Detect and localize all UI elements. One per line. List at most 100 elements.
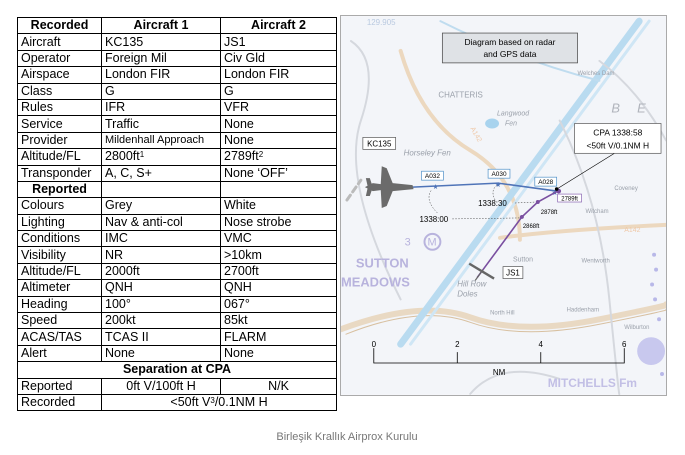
table-cell: Lighting	[17, 213, 102, 232]
table-cell: IMC	[101, 230, 221, 248]
cpa-box: CPA 1338:58 <50ft V/0.1NM H	[556, 123, 662, 190]
table-cell	[220, 180, 337, 199]
table-cell: 2789ft2	[220, 148, 337, 166]
table-cell: Speed	[17, 312, 102, 330]
table-cell: Reported	[17, 377, 102, 395]
svg-text:0: 0	[372, 340, 377, 349]
table-cell: Airspace	[17, 66, 102, 84]
table-cell: TCAS II	[101, 328, 221, 346]
table-cell: None	[220, 115, 337, 133]
svg-text:CHATTERIS: CHATTERIS	[438, 91, 482, 100]
table-cell: Grey	[101, 197, 221, 215]
scale-bar: 0 2 4 6 NM	[372, 340, 627, 377]
svg-text:A142: A142	[624, 227, 640, 234]
js1-altitude-labels: 2789ft 2878ft 2868ft	[523, 193, 582, 230]
star-marker-icon: ★	[495, 181, 501, 189]
table-cell: Transponder	[17, 164, 102, 182]
footnote-marker: 2	[258, 150, 264, 160]
table-cell: Recorded	[17, 393, 102, 412]
svg-text:129.905: 129.905	[367, 18, 396, 27]
section-header: Reported	[17, 180, 102, 199]
svg-text:2: 2	[455, 340, 460, 349]
table-row: Recorded<50ft V3/0.1NM H	[17, 393, 337, 412]
table-cell: 2800ft1	[101, 148, 221, 166]
table-cell: N/K	[220, 377, 337, 395]
svg-text:Sutton: Sutton	[513, 257, 533, 264]
table-cell: None	[220, 344, 337, 363]
table-cell: Nose strobe	[220, 213, 337, 232]
table-cell: 2000ft	[101, 262, 221, 281]
table-cell: None	[101, 344, 221, 363]
table-row: Separation at CPA	[17, 361, 337, 379]
js1-label: JS1	[502, 266, 524, 279]
js1-glider-icon	[468, 262, 495, 281]
table-cell: 0ft V/100ft H	[101, 377, 221, 395]
table-cell: Visibility	[17, 246, 102, 264]
table-cell: A, C, S+	[101, 164, 221, 182]
svg-text:2789ft: 2789ft	[561, 197, 578, 203]
table-row: Reported	[17, 180, 337, 199]
table-cell: None ‘OFF’	[220, 164, 337, 182]
table-cell: London FIR	[101, 66, 221, 84]
table-cell: None	[220, 131, 337, 150]
table-cell: Operator	[17, 49, 102, 68]
table-cell: Altitude/FL	[17, 262, 102, 281]
table-cell: FLARM	[220, 328, 337, 346]
svg-text:Haddenham: Haddenham	[567, 307, 599, 313]
image-caption: Birleşik Krallık Airprox Kurulu	[276, 431, 418, 443]
svg-text:NM: NM	[493, 368, 505, 377]
table-cell: IFR	[101, 98, 221, 117]
svg-text:SUTTON: SUTTON	[356, 256, 409, 271]
table-cell: Altitude/FL	[17, 148, 102, 166]
table-cell: Civ Gld	[220, 49, 337, 68]
svg-text:1338:00: 1338:00	[420, 215, 449, 224]
svg-text:M: M	[427, 237, 436, 249]
svg-text:Wilburton: Wilburton	[624, 325, 649, 331]
table-cell: Mildenhall Approach	[101, 131, 221, 150]
airprox-map: CHATTERIS Langwood Fen Horseley Fen SUTT…	[340, 15, 667, 396]
table-cell: VMC	[220, 230, 337, 248]
table-cell: 100°	[101, 295, 221, 314]
svg-text:3: 3	[405, 237, 411, 249]
svg-text:CPA 1338:58: CPA 1338:58	[593, 127, 642, 137]
table-cell: 067°	[220, 295, 337, 314]
svg-text:6: 6	[622, 340, 627, 349]
separation-text: /0.1NM H	[214, 395, 268, 410]
svg-text:KC135: KC135	[367, 139, 392, 148]
column-header: Aircraft 1	[101, 16, 221, 35]
svg-text:Welches Dam: Welches Dam	[578, 71, 615, 77]
svg-text:4: 4	[539, 340, 544, 349]
table-cell: Provider	[17, 131, 102, 150]
separation-text: <50ft V	[170, 395, 211, 410]
table-cell: Colours	[17, 197, 102, 215]
js1-track	[476, 187, 562, 279]
svg-text:MEADOWS: MEADOWS	[341, 275, 410, 290]
table-cell: 85kt	[220, 312, 337, 330]
svg-text:Doles: Doles	[457, 289, 477, 298]
column-header: Aircraft 2	[220, 16, 337, 35]
table-cell: QNH	[101, 279, 221, 297]
column-header: Recorded	[17, 16, 102, 35]
table-cell: Class	[17, 82, 102, 100]
svg-text:Coveney: Coveney	[614, 186, 638, 192]
table-cell: White	[220, 197, 337, 215]
table-cell: Heading	[17, 295, 102, 314]
table-cell: ACAS/TAS	[17, 328, 102, 346]
table-cell: Foreign Mil	[101, 49, 221, 68]
svg-text:E: E	[637, 101, 646, 116]
table-cell: Altimeter	[17, 279, 102, 297]
table-cell: <50ft V3/0.1NM H	[101, 393, 337, 412]
table-cell: 200kt	[101, 312, 221, 330]
